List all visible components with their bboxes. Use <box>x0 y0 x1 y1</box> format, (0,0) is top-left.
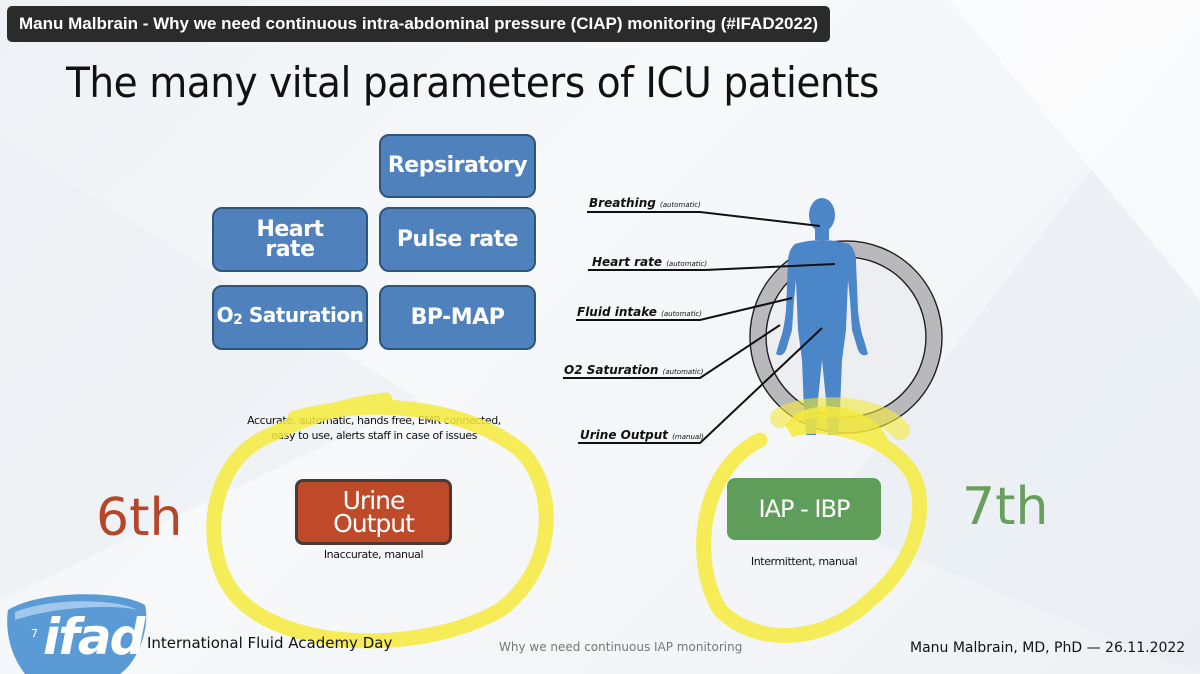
rank-seventh: 7th <box>962 477 1049 537</box>
breathing-leader <box>587 211 821 227</box>
human-body-icon <box>776 198 868 435</box>
iap-ibp-box: IAP - IBP <box>727 478 881 540</box>
label-fluid-intake: Fluid intake (automatic) <box>577 305 702 319</box>
label-heart-rate: Heart rate (automatic) <box>592 255 708 269</box>
pulse-rate-box: Pulse rate <box>379 207 536 272</box>
bp-map-label: BP-MAP <box>410 304 505 330</box>
organization-name: International Fluid Academy Day <box>147 634 393 652</box>
fluid-intake-leader <box>576 297 793 321</box>
o2-saturation-leader <box>563 324 781 379</box>
label-breathing: Breathing (automatic) <box>589 196 701 210</box>
respiratory-label: Repsiratory <box>387 153 528 178</box>
rank-sixth: 6th <box>96 488 183 548</box>
heart-rate-leader <box>588 263 836 271</box>
iap-ibp-description: Intermittent, manual <box>750 555 858 568</box>
urine-output-description: Inaccurate, manual <box>323 548 424 561</box>
heart-rate-label-line2: rate <box>265 236 315 262</box>
highlight-circle-iap <box>696 406 928 643</box>
urine-output-leader <box>578 327 823 444</box>
heart-rate-label-line1: Heart <box>256 216 324 242</box>
heart-rate-box: Heart rate <box>212 207 368 272</box>
logo-text: ifad <box>43 608 145 666</box>
highlight-circle-urine <box>206 392 554 649</box>
respiratory-box: Repsiratory <box>379 134 536 198</box>
bp-map-box: BP-MAP <box>379 285 536 350</box>
o2-saturation-label: O2 Saturation <box>216 303 364 328</box>
video-title-bar: Manu Malbrain - Why we need continuous i… <box>7 6 831 42</box>
pulse-rate-label: Pulse rate <box>396 226 519 252</box>
label-o2-saturation: O2 Saturation (automatic) <box>564 363 704 377</box>
label-urine-output: Urine Output (manual) <box>580 428 704 442</box>
slide-subtitle: Why we need continuous IAP monitoring <box>499 640 743 654</box>
slide-title: The many vital parameters of ICU patient… <box>66 58 879 107</box>
author-date: Manu Malbrain, MD, PhD — 26.11.2022 <box>910 640 1186 656</box>
logo-number: 7 <box>31 627 38 640</box>
o2-saturation-box: O2 Saturation <box>212 285 368 350</box>
